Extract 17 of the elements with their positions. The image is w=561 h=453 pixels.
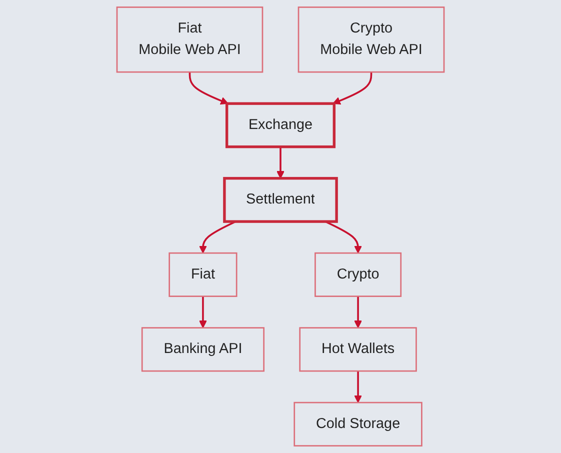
node-box: Exchange bbox=[225, 102, 336, 148]
node-box: Crypto bbox=[314, 252, 402, 297]
node-box: Banking API bbox=[141, 327, 264, 372]
arrow bbox=[324, 220, 362, 254]
node-box: Fiat bbox=[168, 252, 238, 297]
node-box: Fiat Mobile Web API bbox=[116, 6, 264, 73]
node-box: Hot Wallets bbox=[299, 327, 417, 372]
arrow bbox=[354, 296, 362, 328]
node-box: Settlement bbox=[223, 176, 338, 223]
arrow bbox=[276, 146, 284, 179]
arrow bbox=[199, 296, 207, 328]
node-box: Cold Storage bbox=[294, 402, 422, 446]
node-box: Crypto Mobile Web API bbox=[298, 6, 445, 73]
arrow bbox=[354, 371, 362, 403]
arrow bbox=[332, 72, 372, 105]
arrow bbox=[188, 72, 228, 105]
arrow bbox=[199, 220, 236, 254]
